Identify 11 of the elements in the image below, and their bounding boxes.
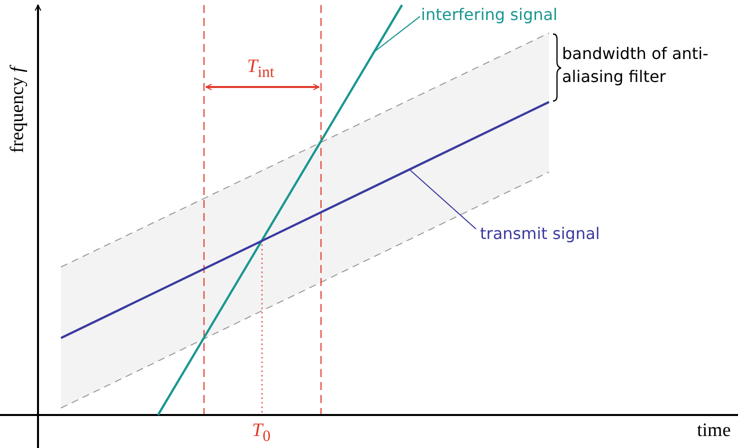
transmit-signal-line — [60, 101, 550, 339]
axis-label: frequency f — [7, 67, 29, 153]
leader-line — [410, 170, 476, 230]
axis-label: time — [697, 420, 731, 442]
bandwidth-note: bandwidth of anti- aliasing filter — [562, 43, 710, 88]
time-label: T$_{0}$ — [252, 420, 270, 446]
interfering-signal-line — [157, 4, 403, 416]
signal-label: transmit signal — [480, 225, 600, 244]
interval-label: T$_{int}$ — [247, 56, 274, 82]
signal-label: interfering signal — [421, 6, 558, 24]
leader-line — [374, 16, 420, 52]
